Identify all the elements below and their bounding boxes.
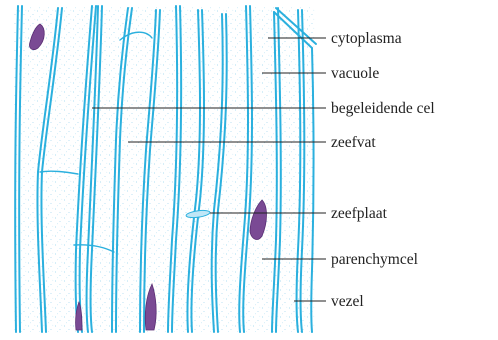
- label-vezel: vezel: [331, 293, 364, 310]
- label-zeefvat: zeefvat: [331, 134, 376, 151]
- label-cytoplasma: cytoplasma: [331, 30, 402, 47]
- cytoplasm-stipple: [14, 6, 316, 332]
- label-zeefplaat: zeefplaat: [331, 205, 388, 222]
- label-begeleidende-cel: begeleidende cel: [331, 100, 435, 117]
- labels: cytoplasma vacuole begeleidende cel zeef…: [331, 30, 435, 310]
- label-vacuole: vacuole: [331, 65, 379, 82]
- label-parenchymcel: parenchymcel: [331, 251, 418, 268]
